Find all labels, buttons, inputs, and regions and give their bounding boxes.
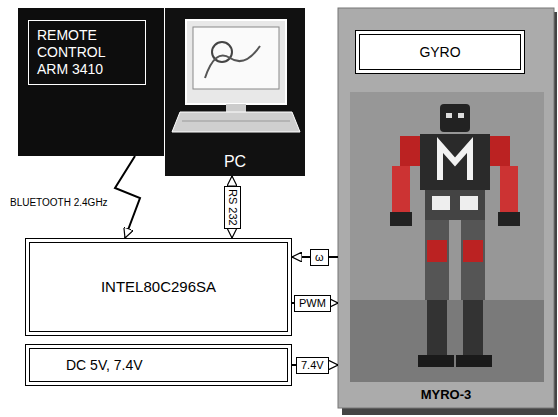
remote-control-box: REMOTE CONTROL ARM 3410 <box>18 8 164 156</box>
controller-box: INTEL80C296SA <box>25 238 292 336</box>
sensor-box: GYRO <box>355 30 525 74</box>
signal-label: RS 232 <box>224 186 241 229</box>
power-box: DC 5V, 7.4V <box>25 344 292 386</box>
panel-shadow <box>342 12 557 415</box>
pc-panel <box>165 8 305 176</box>
controller-name: INTEL80C296SA <box>101 278 216 296</box>
robot-name: MYRO-3 <box>421 387 472 403</box>
wireless-link <box>115 156 140 238</box>
device-name: PC <box>224 152 246 171</box>
robot-panel: MYRO-3 GYRO <box>338 8 554 408</box>
robot-panel-ground <box>338 8 554 408</box>
signal-label: PWM <box>294 295 331 312</box>
signal-label: ω <box>310 249 329 266</box>
device-name: REMOTE CONTROL ARM 3410 <box>28 20 146 85</box>
sensor-name: GYRO <box>419 44 460 61</box>
robot-photo <box>350 92 544 382</box>
power-name: DC 5V, 7.4V <box>66 357 143 374</box>
link-label: BLUETOOTH 2.4GHz <box>8 196 110 210</box>
pc-box: PC <box>165 8 305 176</box>
pc-picture <box>172 20 300 132</box>
signal-label: 7.4V <box>296 357 329 374</box>
